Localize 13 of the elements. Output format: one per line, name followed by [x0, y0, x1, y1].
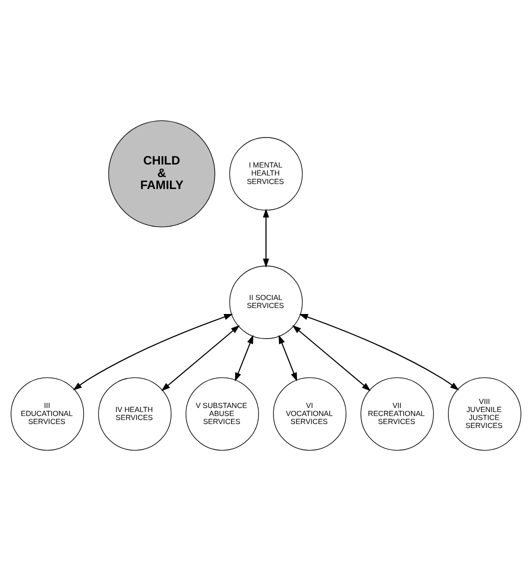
node-circle: V SUBSTANCE ABUSE SERVICES: [186, 377, 259, 451]
node-circle: VI VOCATIONAL SERVICES: [273, 377, 346, 451]
node-circle: VIII JUVENILE JUSTICE SERVICES: [448, 377, 522, 451]
arrow: [161, 325, 240, 392]
arrow: [278, 334, 298, 382]
arrow: [292, 325, 371, 392]
arrow: [72, 314, 233, 390]
arrow: [299, 314, 460, 390]
arrow: [234, 334, 254, 382]
arrow: [262, 208, 270, 268]
node-circle: CHILD & FAMILY: [108, 120, 216, 228]
node-circle: I MENTAL HEALTH SERVICES: [229, 137, 303, 210]
node-circle: III EDUCATIONAL SERVICES: [10, 377, 84, 451]
